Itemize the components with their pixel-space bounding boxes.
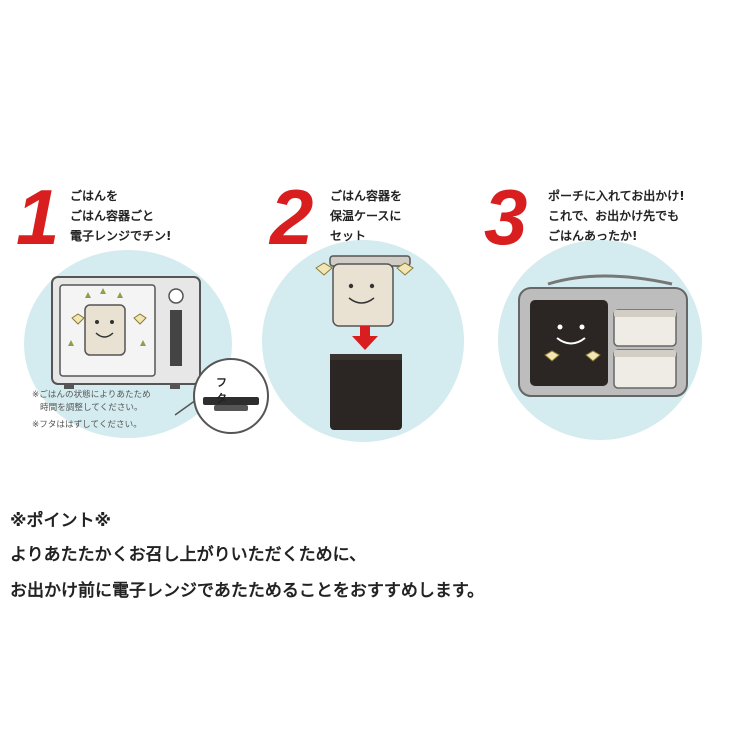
step-2-caption-line-2: 保温ケースに: [330, 209, 402, 223]
step-1-caption-line-3: 電子レンジでチン!: [70, 229, 172, 243]
step-2-caption-line-3: セット: [330, 229, 367, 243]
step-3-caption-line-1: ポーチに入れてお出かけ!: [548, 189, 685, 203]
step-number-3: 3: [484, 173, 528, 261]
step-3-caption-line-2: これで、お出かけ先でも: [548, 209, 680, 223]
step-3-caption-line-3: ごはんあったか!: [548, 229, 638, 243]
microwave-note-1: ※ごはんの状態によりあたため: [32, 390, 151, 400]
point-line-2: お出かけ前に電子レンジであたためることをおすすめします。: [10, 581, 485, 601]
point-heading: ※ポイント※: [10, 511, 112, 531]
point-line-1: よりあたたかくお召し上がりいただくために、: [10, 545, 367, 565]
step-2-caption-line-1: ごはん容器を: [330, 189, 403, 203]
step-1-caption-line-2: ごはん容器ごと: [70, 209, 155, 223]
step-number-1: 1: [16, 173, 60, 261]
step-number-2: 2: [270, 173, 314, 261]
microwave-note-3: ※フタははずしてください。: [32, 420, 142, 430]
step-1-caption-line-1: ごはんを: [70, 189, 119, 203]
microwave-note-2: 時間を調整してください。: [40, 403, 143, 413]
lid-label: フタ: [216, 376, 227, 405]
